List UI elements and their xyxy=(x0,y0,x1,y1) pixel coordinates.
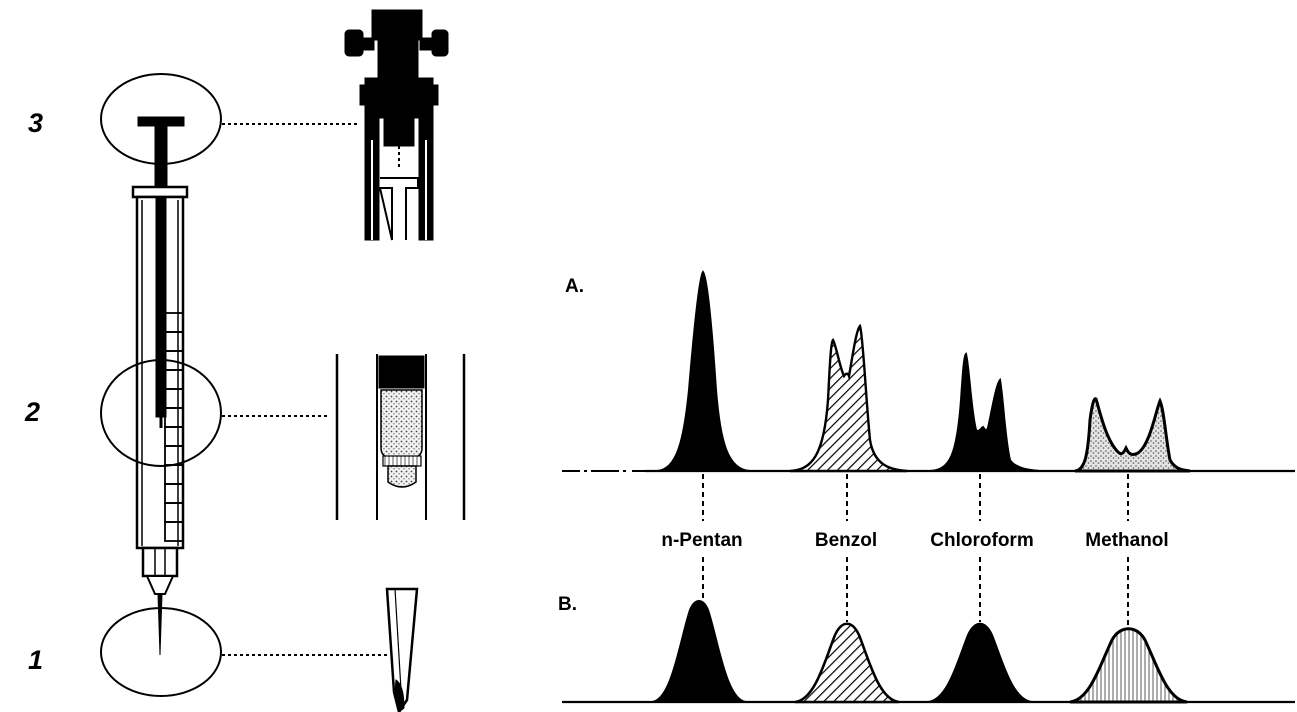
label-benzol: Benzol xyxy=(815,530,877,551)
detail-barrel-section xyxy=(335,354,466,520)
barrel-flange xyxy=(131,185,189,199)
peak-a-methanol xyxy=(1074,397,1191,473)
label-chloroform: Chloroform xyxy=(930,530,1033,551)
detail-needle-tip xyxy=(385,587,419,712)
needle xyxy=(157,593,163,656)
row-label-b: B. xyxy=(558,594,577,615)
peak-b-n-pentan xyxy=(651,600,747,703)
peak-b-benzol xyxy=(794,622,900,704)
detail-plunger-mechanism xyxy=(344,9,449,241)
plunger-rod-top xyxy=(154,124,168,190)
label-methanol: Methanol xyxy=(1085,530,1168,551)
callout-number-1: 1 xyxy=(28,645,43,675)
peak-b-methanol xyxy=(1069,627,1188,704)
syringe xyxy=(100,73,388,697)
callout-number-2: 2 xyxy=(24,397,40,427)
callout-ellipse-2 xyxy=(100,359,222,467)
peak-b-chloroform xyxy=(927,622,1033,703)
callout-ellipse-3 xyxy=(100,73,222,165)
label-n-pentan: n-Pentan xyxy=(661,530,742,551)
peak-a-chloroform xyxy=(929,352,1041,472)
peak-connectors xyxy=(702,474,1129,627)
callout-ellipse-1 xyxy=(100,607,222,697)
needle-hub xyxy=(141,546,179,578)
row-label-a: A. xyxy=(565,276,584,297)
callout-number-3: 3 xyxy=(28,108,43,138)
peak-a-benzol xyxy=(789,323,908,473)
peak-a-n-pentan xyxy=(656,270,751,472)
